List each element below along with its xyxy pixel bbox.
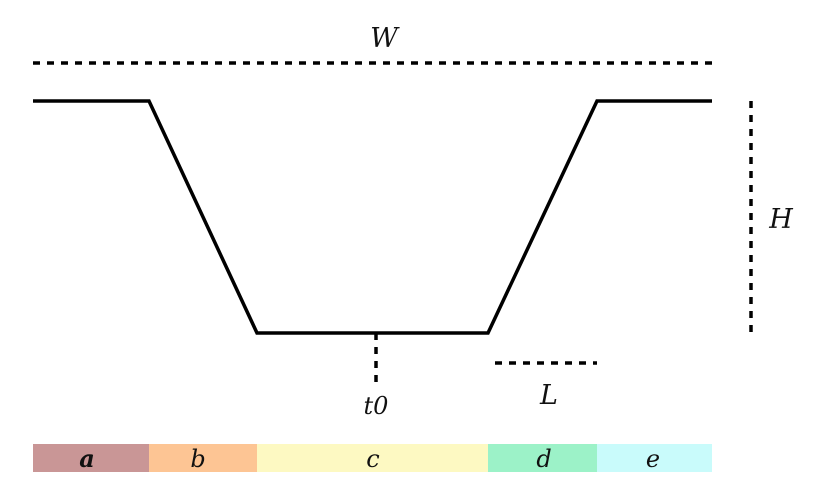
segment-c: c [257,444,488,473]
center-time-label: t0 [364,392,389,420]
segment-bar: a b c d e [33,444,712,473]
trapezoid-profile-line [33,99,712,335]
segment-c-label: c [366,445,379,473]
segment-b: b [149,444,257,473]
segment-d-fill [488,444,597,472]
segment-e: e [597,444,712,473]
segment-e-fill [597,444,712,472]
segment-d-label: d [536,445,551,473]
length-label: L [539,380,558,411]
segment-d: d [488,444,597,473]
segment-a: a [33,444,149,473]
segment-e-label: e [646,445,660,473]
segment-b-fill [149,444,257,472]
segment-a-fill [33,444,149,472]
width-label: W [370,23,400,54]
segment-a-label: a [79,444,95,473]
segment-c-fill [257,444,488,472]
segment-b-label: b [190,445,205,473]
height-label: H [768,204,793,235]
